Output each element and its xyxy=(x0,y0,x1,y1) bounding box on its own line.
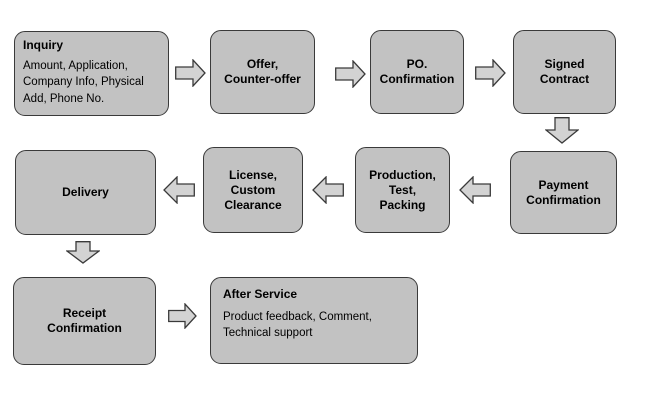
node-license-custom-clearance: License, Custom Clearance xyxy=(203,147,303,233)
node-signed-contract-label: Signed Contract xyxy=(539,57,590,86)
arrow-right-icon xyxy=(168,303,197,329)
node-po-confirmation: PO. Confirmation xyxy=(370,30,464,114)
arrow-left-icon xyxy=(459,176,491,204)
node-payment-label: Payment Confirmation xyxy=(526,177,601,207)
node-po-label: PO. Confirmation xyxy=(379,57,455,86)
arrow-left-icon xyxy=(163,176,195,204)
node-receipt-label: Receipt Confirmation xyxy=(47,306,122,335)
node-inquiry-body: Amount, Application, Company Info, Physi… xyxy=(23,60,144,105)
node-inquiry-title: Inquiry xyxy=(23,38,64,52)
node-after-service: After Service Product feedback, Comment,… xyxy=(210,277,418,364)
node-receipt-confirmation: Receipt Confirmation xyxy=(13,277,156,365)
node-production-label: Production, Test, Packing xyxy=(369,167,436,212)
arrow-left-icon xyxy=(312,176,344,204)
arrow-right-icon xyxy=(335,60,366,88)
arrow-right-icon xyxy=(475,59,506,87)
arrow-down-icon xyxy=(545,117,579,144)
arrow-down-icon xyxy=(66,241,100,264)
node-license-label: License, Custom Clearance xyxy=(224,167,282,212)
node-offer-label: Offer, Counter-offer xyxy=(224,57,301,86)
node-after-service-body: Product feedback, Comment, Technical sup… xyxy=(223,311,372,340)
node-delivery: Delivery xyxy=(15,150,156,235)
arrow-right-icon xyxy=(175,59,206,87)
node-production-test-packing: Production, Test, Packing xyxy=(355,147,450,233)
node-inquiry: Inquiry Amount, Application, Company Inf… xyxy=(14,31,169,116)
node-delivery-label: Delivery xyxy=(62,185,109,199)
node-after-service-title: After Service xyxy=(223,287,298,301)
node-signed-contract: Signed Contract xyxy=(513,30,616,114)
node-offer-counter-offer: Offer, Counter-offer xyxy=(210,30,315,114)
node-payment-confirmation: Payment Confirmation xyxy=(510,151,617,234)
